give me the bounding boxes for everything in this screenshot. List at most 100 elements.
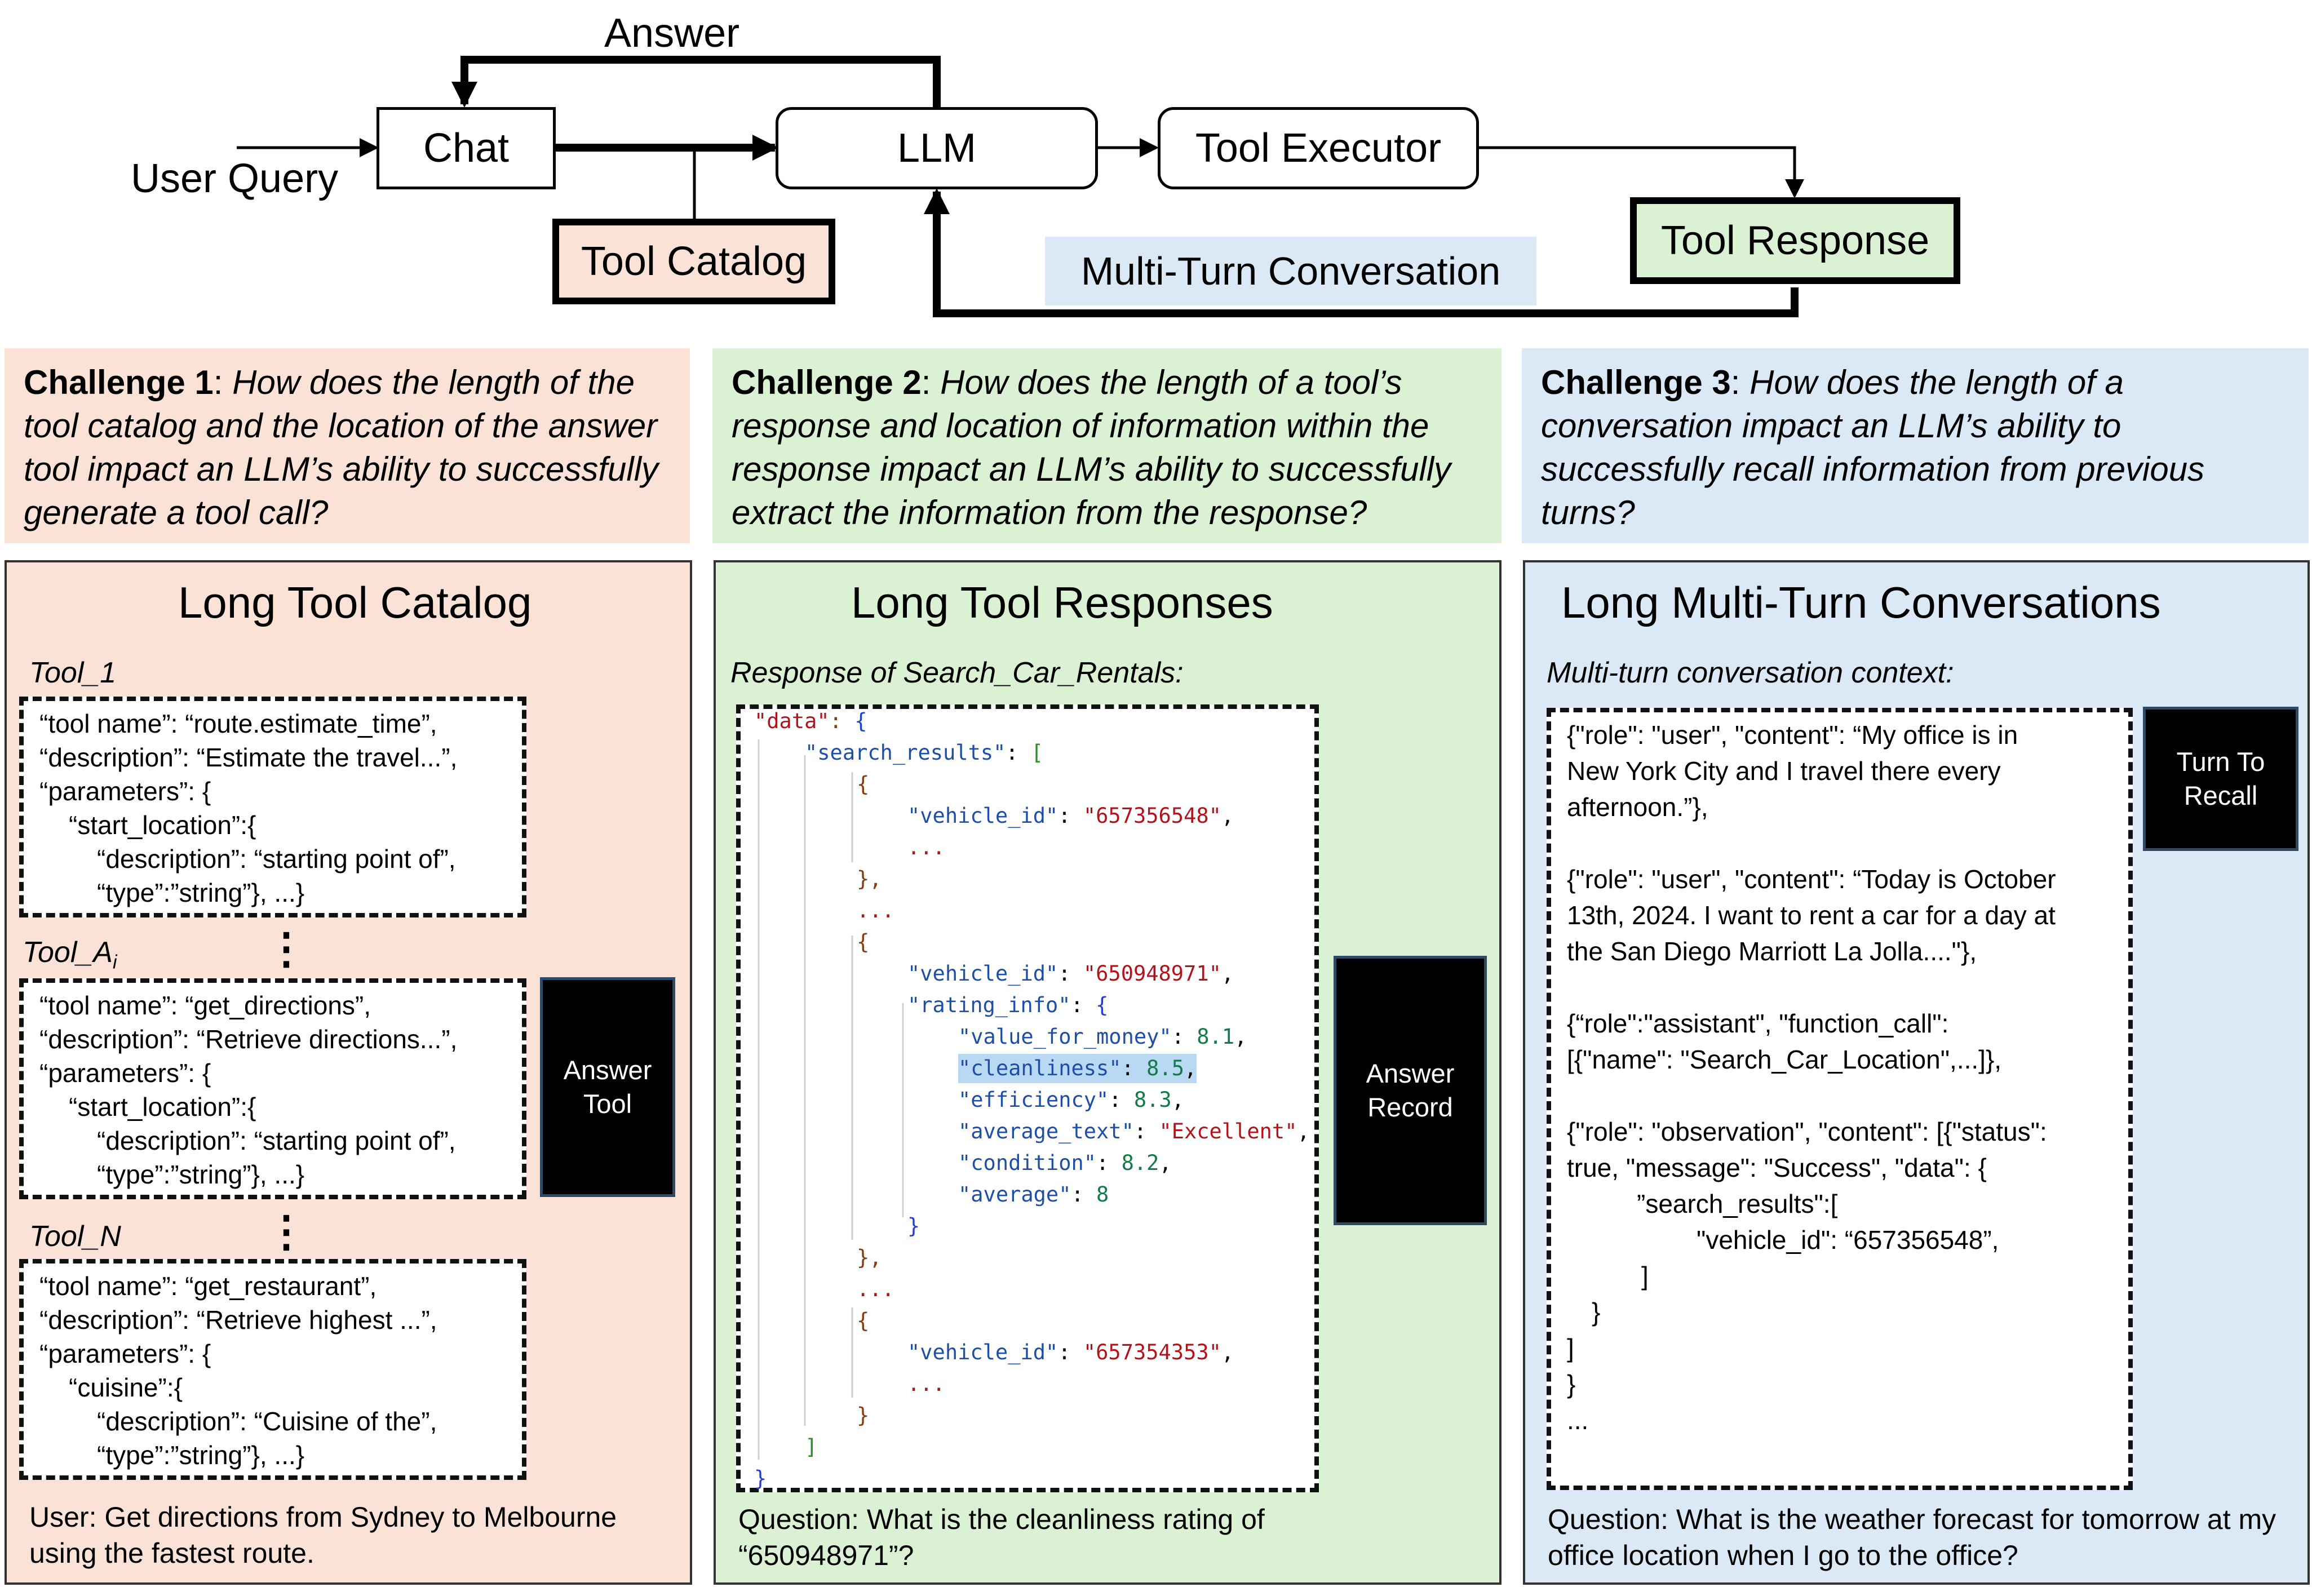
code-value: "657356548" (1083, 804, 1221, 828)
challenge-1: Challenge 1: How does the length of the … (5, 348, 690, 543)
code-ellipsis: ... (857, 898, 894, 923)
code-key: "vehicle_id" (907, 804, 1058, 828)
challenge-2: Challenge 2: How does the length of a to… (712, 348, 1502, 543)
tool-a-line: “start_location”:{ (69, 1092, 256, 1121)
turn-to-recall-label: Turn To Recall (2143, 707, 2298, 851)
challenge-2-text: How does the length of a tool’s response… (732, 363, 1451, 531)
challenge-3: Challenge 3: How does the length of a co… (1522, 348, 2309, 543)
tool-a-label: Tool_Ai (23, 936, 117, 973)
code-key: "vehicle_id" (907, 961, 1058, 986)
code-line-cleanliness: "cleanliness": 8.5, (958, 1054, 1197, 1083)
code-line-vehicle-1: "vehicle_id": "657356548", (907, 804, 1234, 828)
code-line-vehicle-3: "vehicle_id": "657354353", (907, 1340, 1234, 1364)
code-value: 8 (1096, 1182, 1109, 1207)
tool-1-line: “description”: “Estimate the travel...”, (39, 743, 458, 772)
tool-a-box (19, 978, 526, 1199)
tool-n-box (19, 1259, 526, 1480)
code-key: "efficiency" (958, 1088, 1109, 1112)
response-code-box (736, 704, 1319, 1492)
conversation-line: ] (1567, 1333, 1574, 1363)
code-ellipsis: ... (907, 835, 945, 859)
tool-n-label: Tool_N (29, 1220, 121, 1253)
flow-arrows (237, 56, 1804, 317)
tool-1-line: “description”: “starting point of”, (97, 844, 456, 874)
catalog-title: Long Tool Catalog (178, 578, 532, 627)
conversation-line: true, "message": "Success", "data": { (1567, 1153, 1987, 1182)
chat-node: Chat (377, 107, 556, 189)
conversation-line: } (1592, 1297, 1601, 1327)
code-value: 8.1 (1197, 1025, 1235, 1049)
code-line-efficiency: "efficiency": 8.3, (958, 1088, 1184, 1112)
code-line-data: "data": { (754, 709, 867, 733)
tool-1-line: “tool name”: “route.estimate_time”, (39, 709, 437, 738)
code-key: "condition" (958, 1151, 1097, 1175)
conversation-line: {"role": "user", "content": “Today is Oc… (1567, 865, 2056, 894)
code-key: "rating_info" (907, 993, 1071, 1017)
tool-a-line: “tool name”: “get_directions”, (39, 991, 371, 1020)
answer-label: Answer (604, 11, 740, 56)
challenge-1-text: How does the length of the tool catalog … (24, 363, 659, 531)
code-value: 8.2 (1121, 1151, 1159, 1175)
tool-1-line: “start_location”:{ (69, 810, 256, 840)
conversation-line: 13th, 2024. I want to rent a car for a d… (1567, 901, 2056, 930)
tool-n-line: “type”:”string”}, ...} (97, 1440, 305, 1470)
responses-question: Question: What is the cleanliness rating… (738, 1504, 1265, 1571)
challenge-1-label: Challenge 1 (24, 363, 214, 401)
tool-1-label: Tool_1 (29, 657, 117, 689)
conversation-line: New York City and I travel there every (1567, 756, 2001, 786)
code-value: "650948971" (1083, 961, 1221, 986)
code-key: "cleanliness" (958, 1056, 1122, 1080)
conversation-line: ”search_results":[ (1637, 1189, 1838, 1218)
conversation-line: ... (1567, 1406, 1589, 1435)
code-line: } (907, 1214, 920, 1238)
code-line: { (857, 772, 870, 796)
code-indent-guides (758, 739, 904, 1460)
code-ellipsis: ... (857, 1277, 894, 1301)
tool-a-label-text: Tool_A (23, 936, 113, 969)
code-line-condition: "condition": 8.2, (958, 1151, 1172, 1175)
conversation-line: {"role": "user", "content": “My office i… (1567, 720, 2018, 750)
code-line-average-text: "average_text": "Excellent", (958, 1119, 1310, 1143)
llm-node: LLM (776, 107, 1098, 189)
responses-subtitle: Response of Search_Car_Rentals: (730, 657, 1184, 689)
tool-n-line: “description”: “Cuisine of the”, (97, 1407, 437, 1436)
tool-n-line: “tool name”: “get_restaurant”, (39, 1271, 377, 1301)
conversation-line: [{"name": "Search_Car_Location",...]}, (1567, 1045, 2002, 1074)
arrow-executor-to-response (1478, 146, 1804, 198)
code-line: }, (857, 1245, 882, 1270)
vdots-2: ⋮ (265, 1208, 308, 1256)
conversation-line: {“role":"assistant", "function_call": (1567, 1009, 1949, 1038)
tool-executor-node: Tool Executor (1158, 107, 1479, 189)
conversation-line: afternoon.”}, (1567, 792, 1708, 822)
code-value: "Excellent" (1159, 1119, 1297, 1143)
arrow-answer-loop (451, 56, 941, 108)
code-key: "average" (958, 1182, 1071, 1207)
code-key: "value_for_money" (958, 1025, 1172, 1049)
tool-catalog-node: Tool Catalog (552, 219, 835, 304)
code-line-average: "average": 8 (958, 1182, 1109, 1207)
conversation-line: {"role": "observation", "content": [{"st… (1567, 1117, 2047, 1146)
multi-turn-label: Multi-Turn Conversation (1045, 237, 1536, 305)
tool-a-line: “type”:”string”}, ...} (97, 1160, 305, 1189)
conversation-line: } (1567, 1369, 1576, 1399)
user-query-label: User Query (131, 156, 339, 201)
code-line: } (754, 1466, 767, 1491)
conversation-line: ] (1641, 1261, 1649, 1291)
code-line: ] (805, 1435, 818, 1459)
vdots-1: ⋮ (265, 925, 308, 973)
catalog-user-query: User: Get directions from Sydney to Melb… (29, 1501, 617, 1569)
answer-record-label: Answer Record (1334, 956, 1487, 1225)
code-line: { (857, 1309, 870, 1333)
code-line: } (857, 1403, 870, 1427)
code-line: }, (857, 867, 882, 891)
tool-1-line: “type”:”string”}, ...} (97, 878, 305, 907)
code-line: { (857, 930, 870, 954)
tool-n-line: “cuisine”:{ (69, 1373, 183, 1402)
code-key: "average_text" (958, 1119, 1134, 1143)
code-line-rating-info: "rating_info": { (907, 993, 1109, 1017)
code-value: 8.3 (1133, 1088, 1172, 1112)
conversation-line: the San Diego Marriott La Jolla...."}, (1567, 937, 1977, 966)
tool-a-line: “parameters”: { (39, 1058, 211, 1088)
code-value: "657354353" (1083, 1340, 1221, 1364)
code-line-search-results: "search_results": [ (805, 741, 1044, 765)
